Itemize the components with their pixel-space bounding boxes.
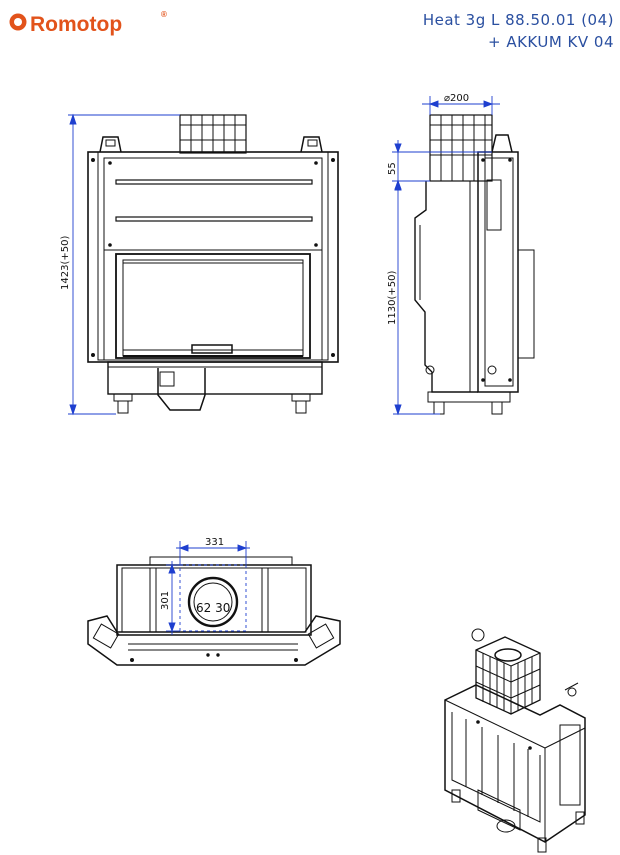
top-depth-dimension xyxy=(166,561,180,635)
top-depth-label: 301 xyxy=(160,591,171,610)
front-akkum-block xyxy=(179,114,247,154)
side-height-label: 1130(+50) xyxy=(387,271,398,325)
front-view xyxy=(68,113,339,416)
side-height-dimension xyxy=(393,179,440,416)
top-flue-collar xyxy=(187,576,239,628)
side-view xyxy=(392,96,535,416)
product-title-line-1: Heat 3g L 88.50.01 (04) xyxy=(423,11,614,29)
side-akkum-block xyxy=(429,114,493,182)
romotop-logo: Romotop ® xyxy=(9,10,167,36)
front-height-label: 1423(+50) xyxy=(60,236,71,290)
top-width-dimension xyxy=(176,541,250,565)
side-diameter-dimension xyxy=(422,96,500,115)
top-inner-label: 62 30 xyxy=(196,601,230,615)
front-firebox-window xyxy=(115,253,311,359)
brand-name: Romotop xyxy=(30,13,122,36)
side-diameter-label: ⌀200 xyxy=(444,93,469,104)
isometric-view xyxy=(444,628,586,853)
top-width-label: 331 xyxy=(205,537,224,548)
front-height-dimension xyxy=(68,113,180,416)
side-offset-label: 55 xyxy=(387,162,398,175)
side-body xyxy=(477,151,519,393)
product-title-line-2: + AKKUM KV 04 xyxy=(488,33,614,51)
top-view xyxy=(87,541,341,666)
top-dashed-outline xyxy=(179,564,247,632)
brand-registered-mark: ® xyxy=(161,10,167,19)
side-offset-dimension xyxy=(392,140,492,190)
top-body xyxy=(116,564,312,636)
